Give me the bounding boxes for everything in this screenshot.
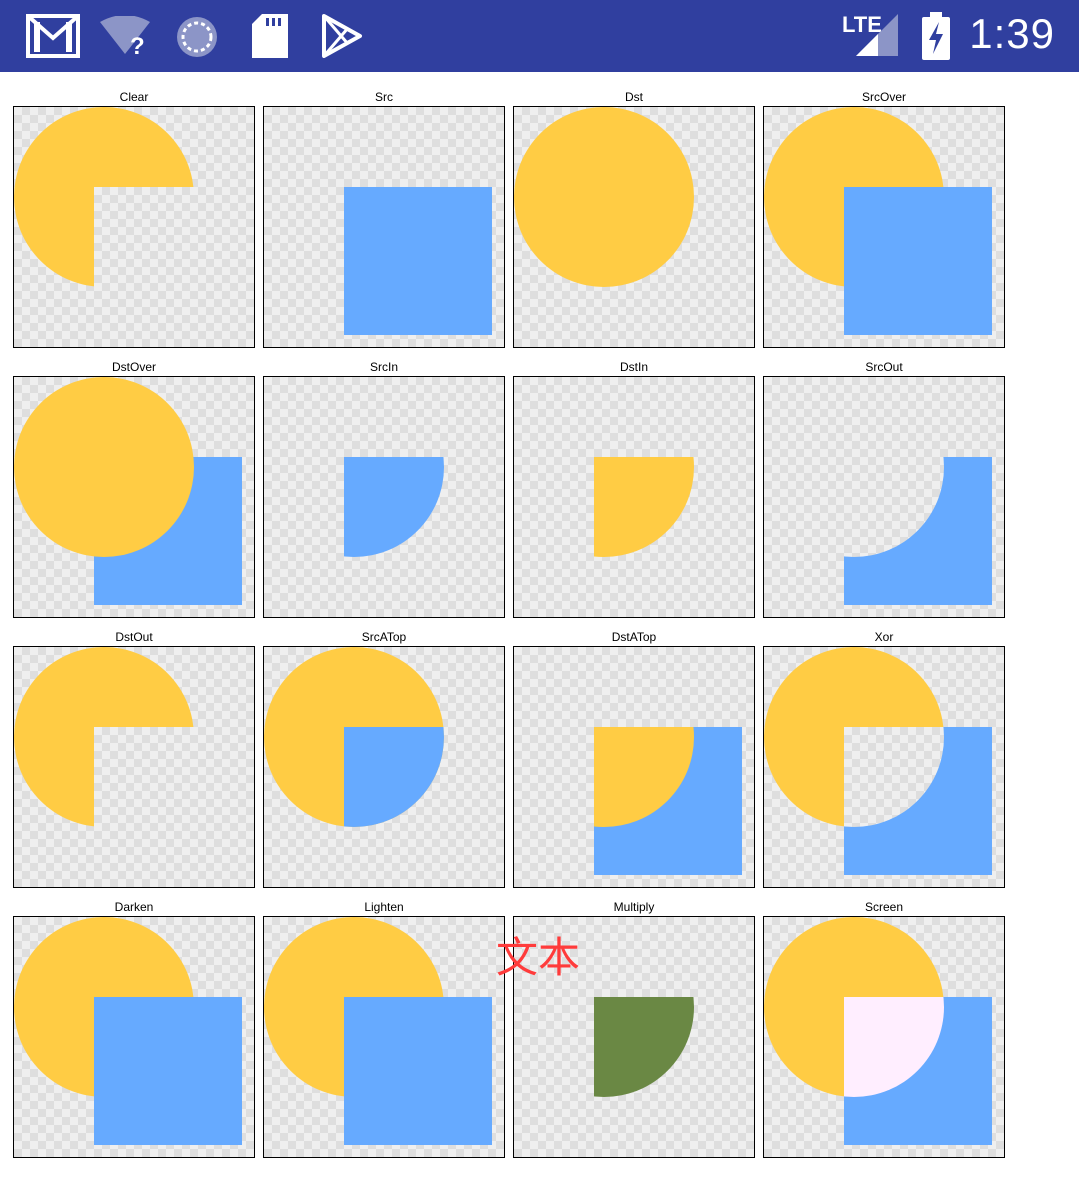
tile-graphic-multiply	[594, 997, 694, 1097]
tile-graphic-dstout	[14, 647, 194, 827]
tile-dstin	[513, 376, 755, 618]
tile-dstatop	[513, 646, 755, 888]
tile-graphic-srcatop	[264, 647, 444, 827]
tile-screen	[763, 916, 1005, 1158]
battery-charging-icon	[922, 12, 950, 65]
tile-label-dst: Dst	[625, 90, 643, 104]
tile-multiply	[513, 916, 755, 1158]
tile-srcout	[763, 376, 1005, 618]
sd-card-icon	[252, 14, 288, 63]
gmail-icon	[26, 14, 80, 63]
tile-darken	[13, 916, 255, 1158]
tile-srcin	[263, 376, 505, 618]
overlay-text: 文本	[496, 933, 581, 982]
tile-graphic-src	[344, 187, 492, 335]
play-store-icon	[320, 14, 364, 63]
tile-graphic-srcover	[764, 107, 992, 335]
tile-label-dstatop: DstATop	[611, 630, 657, 644]
network-type-label: LTE	[842, 12, 882, 37]
tile-graphic-darken	[14, 917, 242, 1145]
tile-dst	[513, 106, 755, 348]
tile-label-darken: Darken	[114, 900, 154, 914]
tile-label-dstover: DstOver	[111, 360, 156, 374]
tile-graphic-dstover	[14, 377, 242, 605]
tile-label-srcatop: SrcATop	[361, 630, 407, 644]
tile-label-dstout: DstOut	[115, 630, 153, 644]
tile-xor	[763, 646, 1005, 888]
tile-src	[263, 106, 505, 348]
tile-label-lighten: Lighten	[364, 900, 404, 914]
tile-label-srcout: SrcOut	[865, 360, 903, 374]
tile-dstout	[13, 646, 255, 888]
clock: 1:39	[969, 10, 1055, 57]
tile-graphic-xor	[764, 647, 992, 875]
tile-graphic-screen	[764, 917, 992, 1145]
tile-label-srcin: SrcIn	[369, 360, 398, 374]
tile-graphic-dst	[514, 107, 694, 287]
tile-graphic-dstin	[594, 457, 694, 557]
tile-graphic-lighten	[264, 917, 492, 1145]
status-bar: ? LTE	[0, 0, 1079, 72]
tile-label-multiply: Multiply	[613, 900, 655, 914]
sync-icon	[174, 14, 220, 65]
wifi-unknown-icon: ?	[100, 15, 152, 63]
tile-graphic-srcout	[844, 457, 992, 605]
tile-graphic-srcin	[344, 457, 444, 557]
tile-label-src: Src	[375, 90, 393, 104]
tile-graphic-clear	[14, 107, 194, 287]
tile-label-srcover: SrcOver	[861, 90, 906, 104]
svg-text:?: ?	[130, 33, 145, 58]
tile-clear	[13, 106, 255, 348]
tile-label-clear: Clear	[119, 90, 149, 104]
tile-label-screen: Screen	[864, 900, 904, 914]
tile-srcatop	[263, 646, 505, 888]
tile-srcover	[763, 106, 1005, 348]
tile-graphic-dstatop	[594, 727, 742, 875]
tile-label-dstin: DstIn	[619, 360, 648, 374]
tile-lighten	[263, 916, 505, 1158]
tile-dstover	[13, 376, 255, 618]
tile-label-xor: Xor	[874, 630, 894, 644]
lte-signal-icon: LTE	[842, 10, 900, 65]
